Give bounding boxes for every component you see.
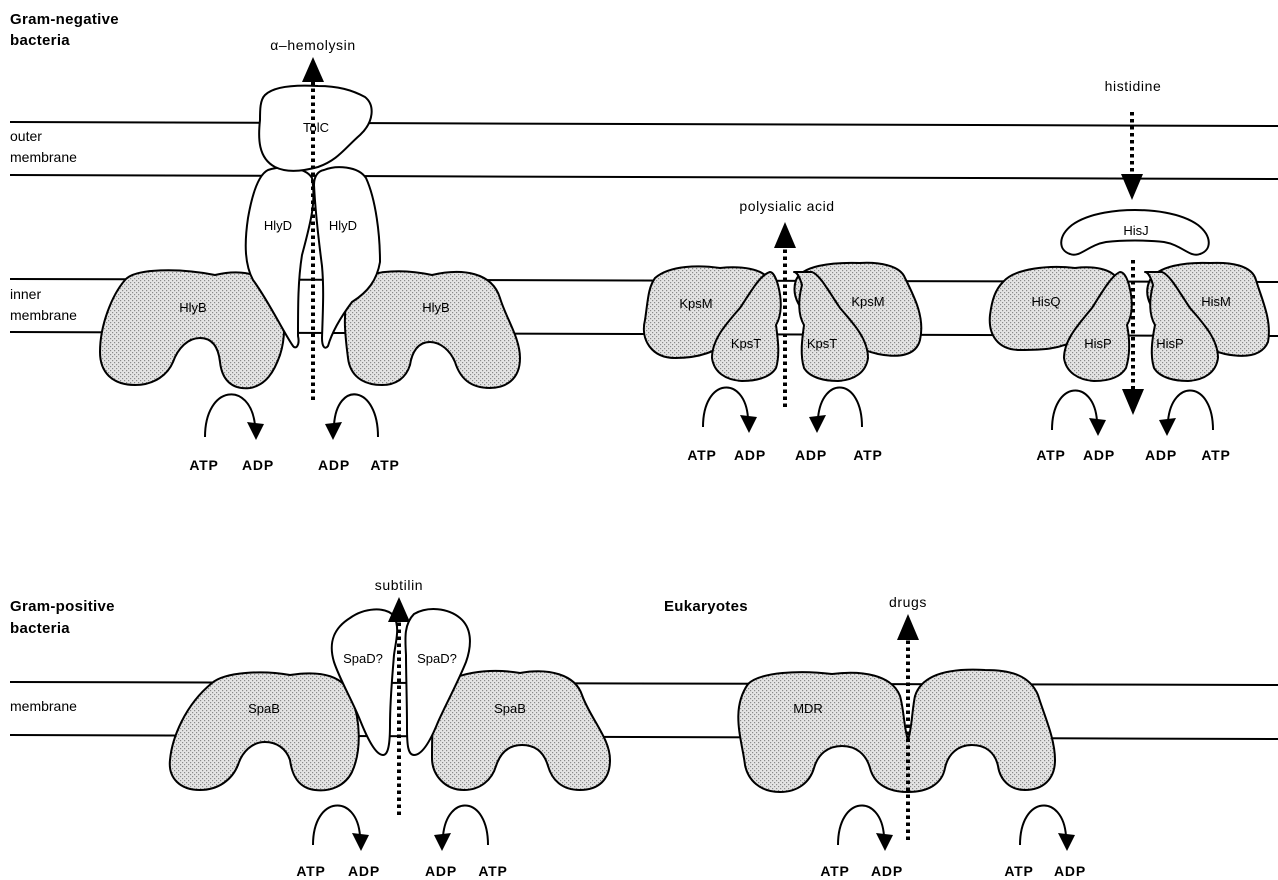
kpsm-left-label: KpsM: [679, 296, 712, 311]
section-title-gram-negative-line2: bacteria: [10, 32, 70, 49]
hisj-label: HisJ: [1123, 223, 1148, 238]
hism-label: HisM: [1201, 294, 1231, 309]
subtilin-transporter: subtilin SpaD? SpaD? SpaB SpaB ATP ADP A…: [170, 577, 610, 879]
inner-membrane-label-line2: membrane: [10, 307, 77, 323]
subtilin-arrow-head: [388, 597, 410, 622]
hemolysin-arrow-head: [302, 57, 324, 82]
hlyb-right-label: HlyB: [422, 300, 449, 315]
atp-label: ATP: [478, 863, 507, 879]
adp-label: ADP: [318, 457, 350, 473]
atp-hydrolysis-arc: [334, 394, 378, 437]
arc-arrow-head: [809, 415, 826, 433]
atp-hydrolysis-arc: [205, 394, 255, 437]
hisp-right-label: HisP: [1156, 336, 1183, 351]
histidine-inflow-arrow-head-upper: [1121, 174, 1143, 200]
arc-arrow-head: [740, 415, 757, 433]
outer-membrane: [10, 122, 1278, 179]
hlyb-left-protein: [100, 270, 284, 388]
atp-hydrolysis-arc: [818, 388, 862, 427]
spab-right-protein: [432, 671, 610, 790]
arc-arrow-head: [1058, 833, 1075, 851]
adp-label: ADP: [734, 447, 766, 463]
hemolysin-label: α–hemolysin: [270, 37, 356, 53]
inner-membrane-label-line1: inner: [10, 286, 41, 302]
atp-label: ATP: [687, 447, 716, 463]
subtilin-label: subtilin: [375, 577, 423, 593]
atp-label: ATP: [853, 447, 882, 463]
drugs-arrow-head: [897, 614, 919, 640]
spab-left-protein: [170, 672, 359, 790]
kpst-left-label: KpsT: [731, 336, 761, 351]
mdr-protein: [738, 670, 1055, 792]
tolc-label: TolC: [303, 120, 329, 135]
hlyb-left-label: HlyB: [179, 300, 206, 315]
atp-hydrolysis-arc: [313, 806, 360, 845]
histidine-inflow-arrow-head-lower: [1122, 389, 1144, 415]
histidine-label: histidine: [1105, 78, 1162, 94]
atp-hydrolysis-arc: [1052, 391, 1097, 430]
hlyd-right-label: HlyD: [329, 218, 357, 233]
hlyd-left-label: HlyD: [264, 218, 292, 233]
arc-arrow-head: [434, 833, 451, 851]
section-title-gram-positive-line1: Gram-positive: [10, 598, 115, 615]
atp-hydrolysis-arc: [838, 806, 884, 845]
spad-left-label: SpaD?: [343, 651, 383, 666]
drugs-label: drugs: [889, 594, 927, 610]
atp-hydrolysis-arc: [1020, 806, 1066, 845]
atp-label: ATP: [296, 863, 325, 879]
outer-membrane-label-line2: membrane: [10, 149, 77, 165]
atp-label: ATP: [1201, 447, 1230, 463]
adp-label: ADP: [242, 457, 274, 473]
spab-left-label: SpaB: [248, 701, 280, 716]
atp-label: ATP: [370, 457, 399, 473]
adp-label: ADP: [348, 863, 380, 879]
adp-label: ADP: [871, 863, 903, 879]
kpst-right-label: KpsT: [807, 336, 837, 351]
mdr-transporter: drugs MDR ATP ADP ATP ADP: [738, 594, 1086, 879]
outer-membrane-label-line1: outer: [10, 128, 42, 144]
adp-label: ADP: [795, 447, 827, 463]
arc-arrow-head: [1159, 418, 1176, 436]
adp-label: ADP: [425, 863, 457, 879]
membrane-label: membrane: [10, 698, 77, 714]
histidine-transporter: histidine HisJ HisQ HisM HisP HisP ATP A…: [990, 78, 1269, 463]
polysialic-arrow-head: [774, 222, 796, 248]
arc-arrow-head: [352, 833, 369, 851]
hisq-label: HisQ: [1032, 294, 1061, 309]
hlyb-right-protein: [345, 271, 520, 388]
atp-hydrolysis-arc: [1168, 391, 1213, 430]
arc-arrow-head: [247, 422, 264, 440]
atp-label: ATP: [1036, 447, 1065, 463]
adp-label: ADP: [1054, 863, 1086, 879]
mdr-label: MDR: [793, 701, 823, 716]
polysialic-acid-transporter: polysialic acid KpsM KpsM KpsT KpsT ATP …: [644, 198, 921, 463]
section-title-gram-negative-line1: Gram-negative: [10, 11, 119, 28]
atp-hydrolysis-arc: [703, 388, 748, 427]
hisp-left-label: HisP: [1084, 336, 1111, 351]
adp-label: ADP: [1083, 447, 1115, 463]
atp-hydrolysis-arc: [443, 806, 488, 845]
polysialic-label: polysialic acid: [739, 198, 834, 214]
adp-label: ADP: [1145, 447, 1177, 463]
spad-right-label: SpaD?: [417, 651, 457, 666]
arc-arrow-head: [876, 833, 893, 851]
arc-arrow-head: [1089, 418, 1106, 436]
hemolysin-transporter: α–hemolysin TolC HlyD HlyD HlyB HlyB ATP…: [100, 37, 520, 473]
section-title-eukaryotes: Eukaryotes: [664, 598, 748, 615]
arc-arrow-head: [325, 422, 342, 440]
atp-label: ATP: [1004, 863, 1033, 879]
spab-right-label: SpaB: [494, 701, 526, 716]
kpsm-right-label: KpsM: [851, 294, 884, 309]
section-title-gram-positive-line2: bacteria: [10, 620, 70, 637]
atp-label: ATP: [189, 457, 218, 473]
atp-label: ATP: [820, 863, 849, 879]
